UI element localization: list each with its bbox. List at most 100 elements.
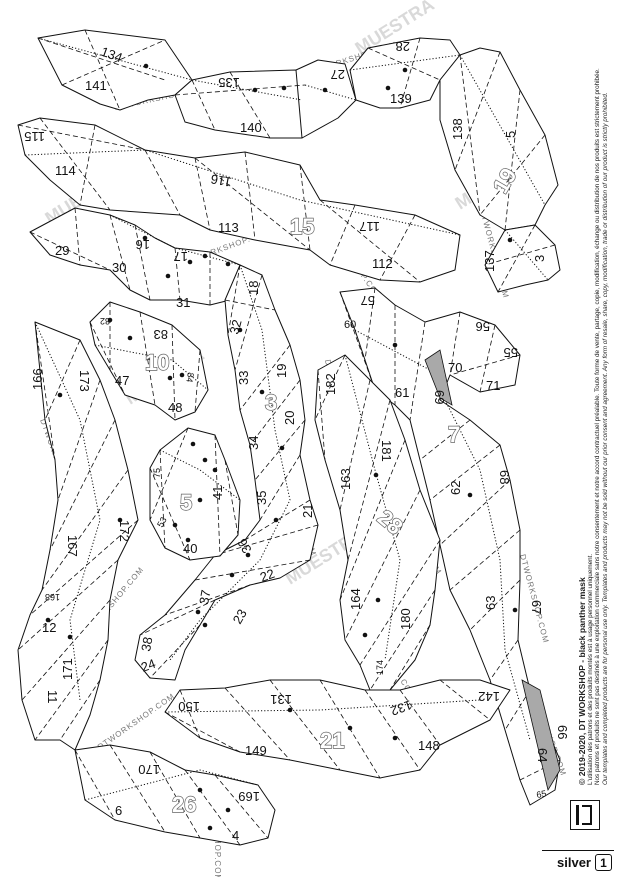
piece-number: 114 [55,163,76,178]
piece-number: 163 [338,468,353,490]
piece-number: 68 [497,470,512,484]
piece-number: 117 [359,219,380,234]
piece-number: 164 [348,588,363,610]
piece-number: 30 [112,260,126,275]
legal-line-en: Our templates and completed products are… [601,92,609,785]
piece-number: 167 [65,535,80,557]
sheet-label: silver [557,855,591,870]
piece-number: 149 [245,743,267,758]
piece-number: 71 [486,378,500,393]
piece-group-top-left [37,29,357,139]
piece-group-21 [164,679,511,779]
piece-number: 174 [375,660,385,675]
piece-number: 47 [115,373,129,388]
piece-number: 75 [152,468,162,478]
piece-number: 63 [483,596,498,610]
piece-number: 169 [238,789,260,804]
piece-number: 32 [226,318,244,336]
piece-number: 53 [155,515,169,529]
piece-number: 113 [218,220,239,235]
piece-group-7 [339,287,561,806]
piece-number: 21 [300,504,315,518]
piece-number: 112 [372,256,393,271]
legal-line-fr-1: L'utilisation des patrons et des produit… [587,553,594,785]
piece-number: 70 [448,360,462,375]
piece-labels: 134 141 135 140 27 28 139 115 114 116 11… [24,39,570,843]
piece-number: 137 [482,250,497,272]
piece-number: 28 [396,39,410,54]
piece-number: 166 [30,368,45,390]
piece-number: 168 [45,592,60,602]
group-label: 26 [172,792,196,817]
piece-group-center-chain [134,264,319,681]
piece-number: 55 [504,345,518,360]
piece-number: 57 [361,293,375,308]
piece-number: 60 [344,319,356,331]
piece-number: 40 [183,541,197,556]
piece-number: 12 [42,620,56,635]
piece-number: 24 [139,656,158,675]
piece-number: 142 [478,689,500,704]
piece-group-upper-band [17,117,461,283]
piece-number: 182 [323,373,338,395]
piece-number: 150 [178,699,200,714]
dt-workshop-logo [570,800,600,830]
piece-number: 3 [532,255,547,262]
piece-number: 6 [115,803,122,818]
piece-number: 172 [117,520,132,542]
piece-number: 20 [282,411,297,425]
piece-number: 56 [476,319,490,334]
group-label: 7 [448,422,460,447]
piece-number: 115 [24,129,45,144]
piece-number: 148 [418,738,440,753]
piece-number: 134 [99,44,125,66]
piece-number: 173 [77,370,92,392]
watermark-site: DTWORKSHOP.COM [518,553,551,644]
piece-number: 82 [100,316,110,326]
piece-number: 66 [555,725,570,739]
piece-number: 135 [218,75,240,90]
piece-number: 67 [529,600,544,614]
footer-rule [542,849,614,851]
group-label: 21 [320,728,344,753]
piece-number: 61 [395,385,409,400]
piece-group-26 [74,744,276,846]
legal-line-fr-2: Nos patrons et produits ne sont pas dest… [594,68,602,785]
sheet-footer: silver 1 [557,854,612,871]
piece-number: 62 [448,481,463,495]
piece-number: 65 [536,788,548,800]
piece-number: 27 [331,67,345,82]
piece-number: 22 [258,566,277,585]
piece-number: 36 [234,536,254,556]
piece-number: 38 [138,636,155,653]
piece-number: 141 [85,78,107,93]
watermark-site: DTWORKSHOP.COM [96,691,177,751]
piece-group-10 [89,301,209,421]
group-label: 15 [290,214,314,239]
pattern-pieces [17,29,561,846]
group-label: 3 [265,390,277,415]
piece-number: 18 [246,281,261,295]
piece-number: 171 [60,658,75,680]
piece-number: 19 [274,364,289,378]
piece-number: 116 [209,171,232,189]
piece-number: 41 [210,486,225,500]
piece-number: 31 [176,295,190,310]
piece-number: 83 [154,327,168,342]
piece-number: 180 [398,608,413,630]
piece-number: 170 [138,762,160,777]
legal-notice: © 2019-2020, DT WORKSHOP - black panther… [577,68,609,785]
piece-number: 139 [390,91,412,106]
piece-number: 4 [232,828,239,843]
piece-number: 33 [236,371,251,385]
piece-group-top-right [349,37,561,293]
piece-number: 181 [379,440,394,462]
piece-number: 23 [230,606,250,626]
piece-number: 48 [168,400,182,415]
piece-number: 84 [184,372,196,384]
piece-number: 140 [240,120,262,135]
group-label: 5 [180,490,192,515]
piece-number: 16 [136,237,150,252]
piece-group-5 [149,427,241,561]
